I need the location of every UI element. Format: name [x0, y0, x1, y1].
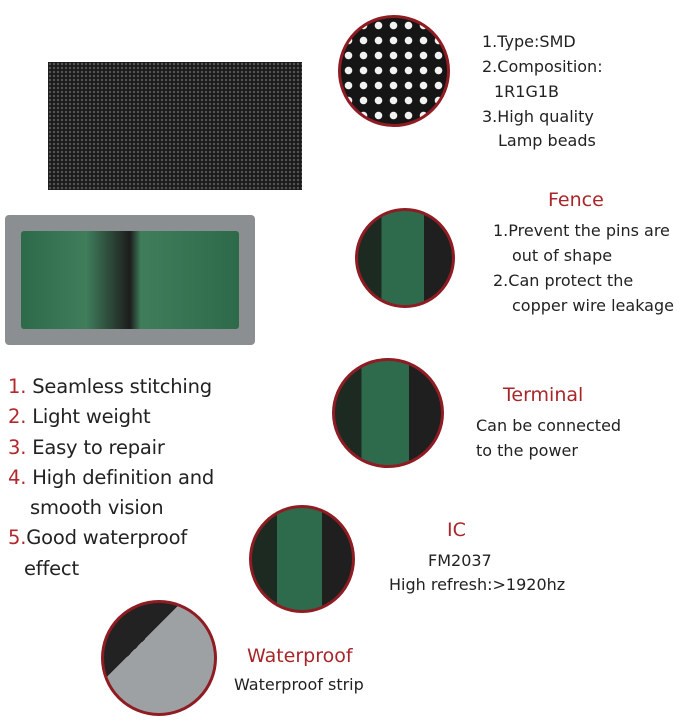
advantage-item: 5.Good waterproof	[8, 526, 188, 549]
fence-closeup-image	[355, 208, 455, 308]
advantage-item: 2. Light weight	[8, 405, 151, 428]
smd-line: 2.Composition:	[482, 57, 603, 76]
led-panel-front-image	[48, 62, 302, 190]
fence-title: Fence	[548, 189, 604, 211]
terminal-closeup-image	[332, 358, 444, 468]
waterproof-line: Waterproof strip	[234, 675, 364, 694]
advantage-item: 4. High definition and	[8, 466, 215, 489]
fence-line: 2.Can protect the	[493, 271, 634, 290]
smd-line: Lamp beads	[498, 131, 596, 150]
advantage-item: 3. Easy to repair	[8, 436, 165, 459]
smd-line: 1R1G1B	[494, 82, 560, 101]
advantage-item: effect	[24, 557, 79, 580]
ic-closeup-image	[249, 505, 355, 613]
terminal-line: to the power	[476, 441, 578, 460]
fence-line: copper wire leakage	[512, 296, 674, 315]
fence-line: out of shape	[512, 246, 613, 265]
advantage-item: smooth vision	[30, 496, 164, 519]
terminal-line: Can be connected	[476, 416, 622, 435]
smd-lamp-closeup-image	[338, 15, 450, 127]
advantage-item: 1. Seamless stitching	[8, 375, 212, 398]
terminal-title: Terminal	[503, 384, 584, 406]
ic-line: High refresh:>1920hz	[389, 575, 566, 594]
fence-line: 1.Prevent the pins are	[493, 221, 670, 240]
smd-line: 1.Type:SMD	[482, 32, 576, 51]
smd-line: 3.High quality	[482, 107, 594, 126]
ic-line: FM2037	[428, 551, 492, 570]
ic-title: IC	[447, 519, 466, 541]
waterproof-closeup-image	[101, 600, 217, 716]
led-panel-back-image	[5, 215, 255, 345]
waterproof-title: Waterproof	[247, 645, 353, 667]
